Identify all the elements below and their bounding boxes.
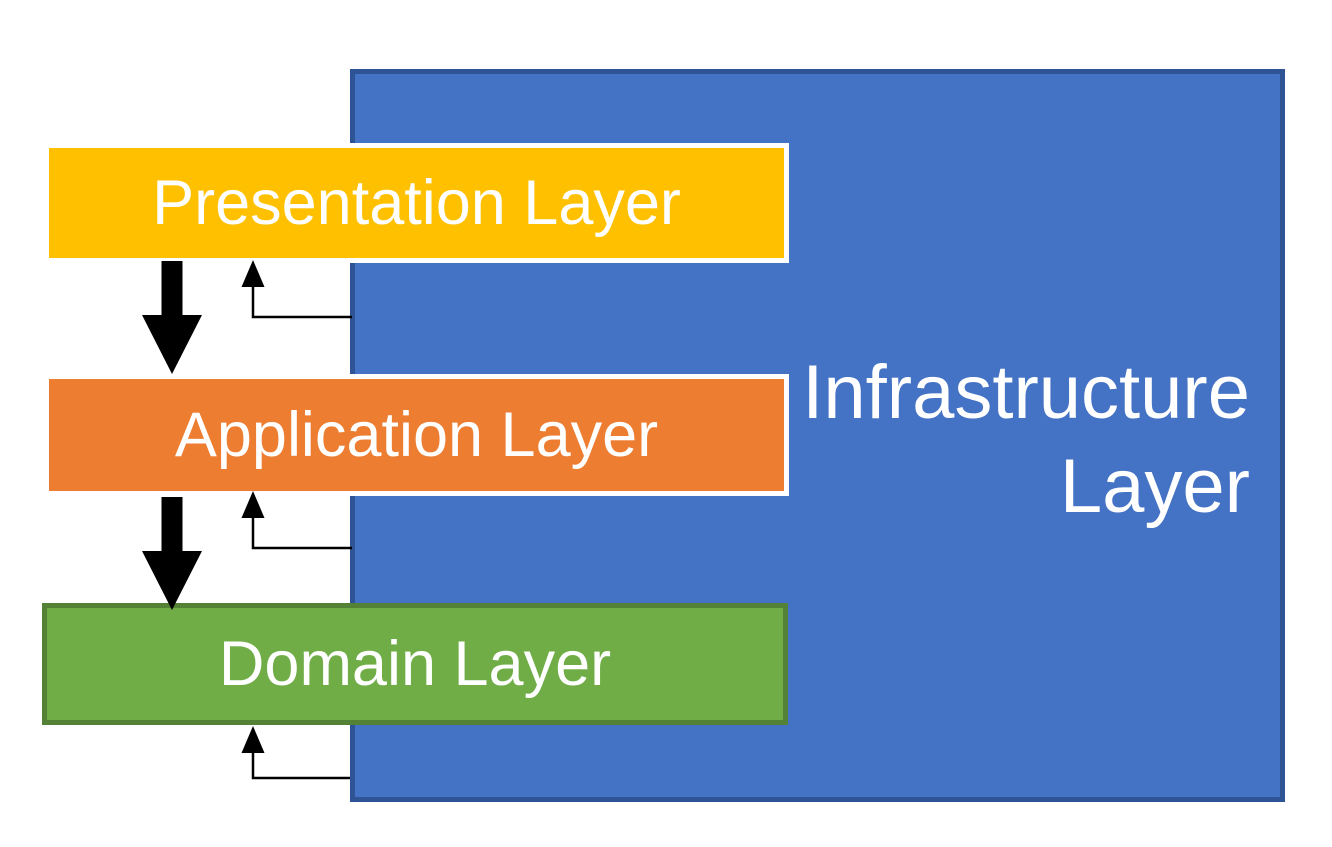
infrastructure-layer-label: Infrastructure Layer xyxy=(802,346,1250,534)
presentation-layer-label: Presentation Layer xyxy=(152,168,681,238)
elbow-arrow-line-1 xyxy=(251,286,352,319)
layer-domain: Domain Layer xyxy=(42,603,788,725)
infrastructure-label-line1: Infrastructure xyxy=(802,350,1250,435)
elbow-arrow-infrastructure-to-application-icon xyxy=(241,491,352,550)
infrastructure-label-line2: Layer xyxy=(1059,444,1250,529)
thick-down-arrow-application-to-domain-icon xyxy=(142,497,202,610)
elbow-arrow-line-2 xyxy=(251,517,352,550)
elbow-arrow-infrastructure-to-presentation-icon xyxy=(241,260,352,319)
elbow-arrow-head-1 xyxy=(241,260,265,287)
elbow-arrow-head-3 xyxy=(241,726,265,753)
layer-presentation: Presentation Layer xyxy=(44,143,789,263)
application-layer-label: Application Layer xyxy=(174,400,659,470)
domain-layer-label: Domain Layer xyxy=(218,629,612,699)
thick-down-arrow-presentation-to-application-icon xyxy=(142,261,202,374)
elbow-arrow-line-3 xyxy=(251,752,350,780)
elbow-arrow-infrastructure-to-domain-icon xyxy=(241,726,350,780)
layer-application: Application Layer xyxy=(44,374,789,496)
